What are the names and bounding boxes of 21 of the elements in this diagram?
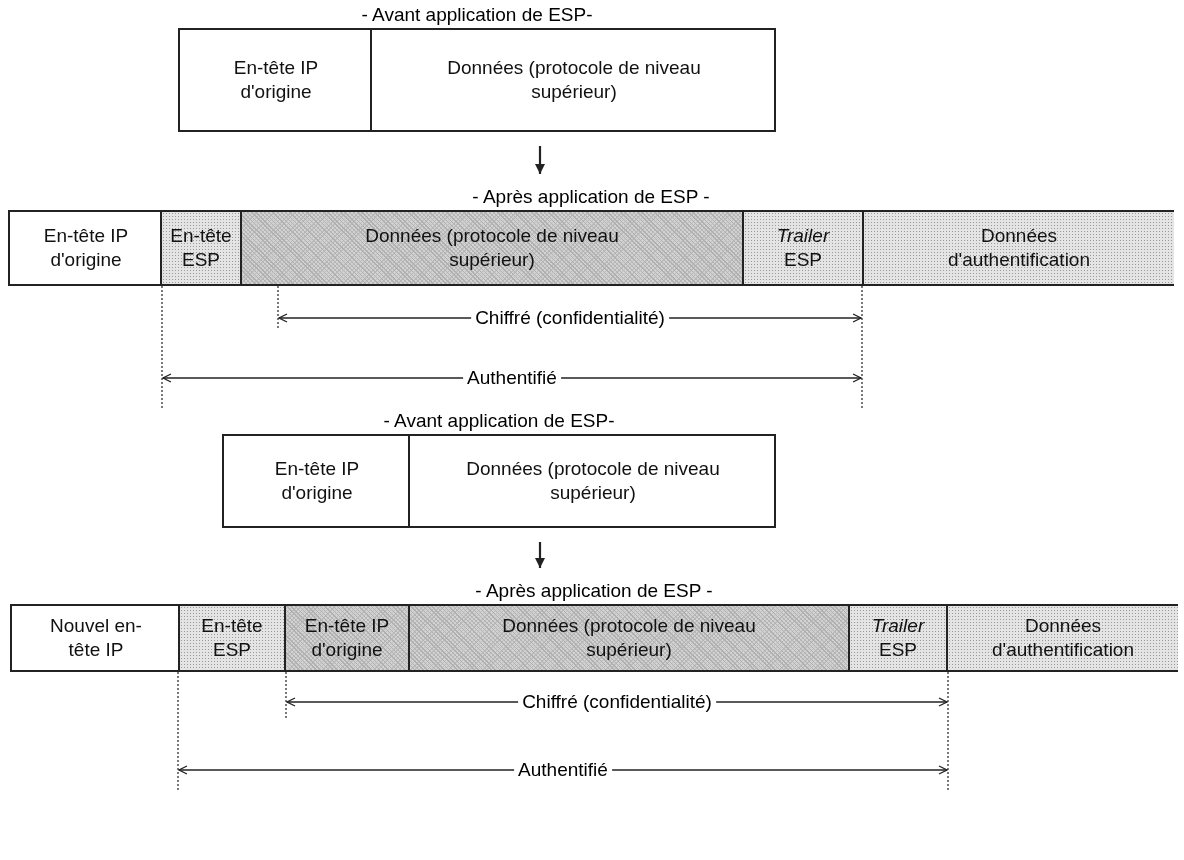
packet-field: En-tête IP d'origine	[10, 212, 162, 284]
packet-field: En-tête IP d'origine	[224, 436, 410, 526]
packet-field: Trailer ESP	[848, 606, 946, 670]
packet-field: En-tête ESP	[178, 606, 284, 670]
packet-field: Données d'authentification	[946, 606, 1178, 670]
packet-heading: - Avant application de ESP-	[382, 410, 616, 432]
packet-field: Données (protocole de niveau supérieur)	[408, 436, 776, 526]
arrow	[535, 542, 545, 568]
packet-heading: - Après application de ESP -	[471, 186, 711, 208]
packet-field: En-tête IP d'origine	[284, 606, 408, 670]
packet-field: En-tête ESP	[160, 212, 240, 284]
packet-heading: - Après application de ESP -	[474, 580, 714, 602]
packet-field: Données d'authentification	[862, 212, 1174, 284]
packet-field: Nouvel en-tête IP	[12, 606, 180, 670]
packet-field: Données (protocole de niveau supérieur)	[408, 606, 848, 670]
packet-heading: - Avant application de ESP-	[360, 4, 594, 26]
packet-field: Trailer ESP	[742, 212, 862, 284]
packet-field: Données (protocole de niveau supérieur)	[370, 30, 776, 130]
packet-field: En-tête IP d'origine	[180, 30, 372, 130]
arrow	[535, 146, 545, 174]
packet-field: Données (protocole de niveau supérieur)	[240, 212, 742, 284]
